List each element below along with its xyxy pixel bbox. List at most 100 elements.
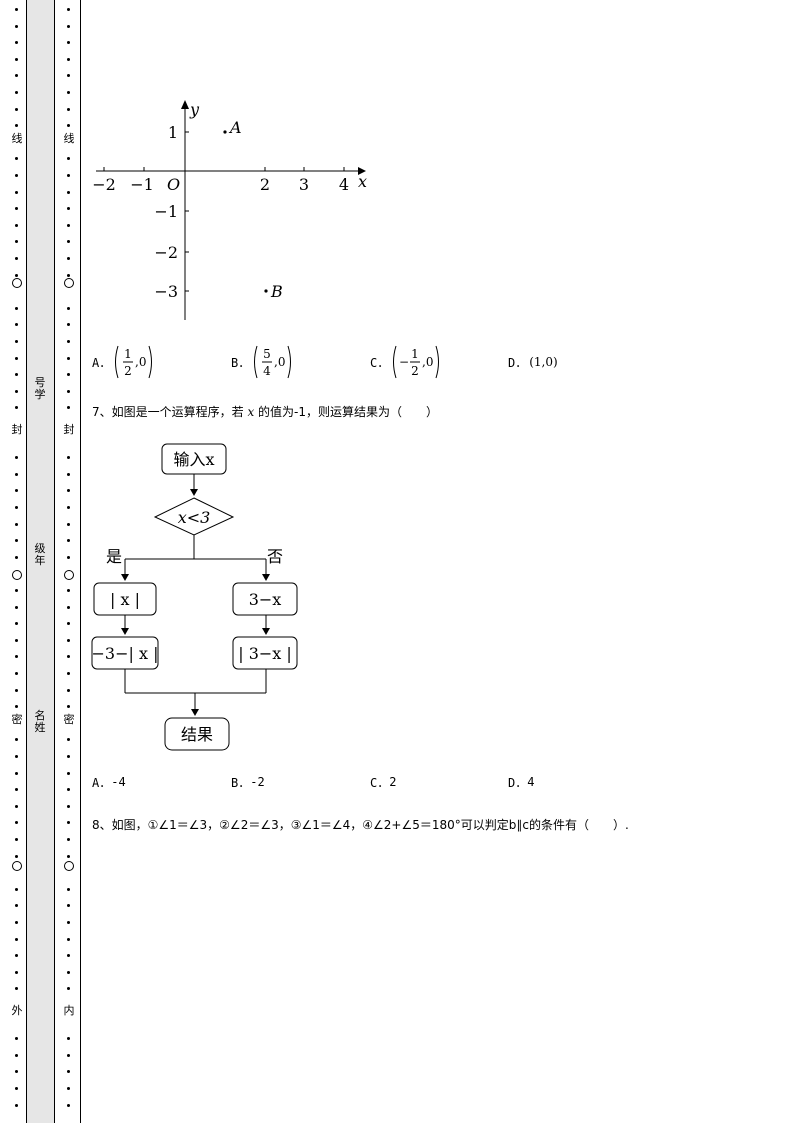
- x-axis-arrow: [358, 167, 366, 175]
- flow-right-step1-label: 3−x: [249, 590, 282, 609]
- y-tick-label: −2: [154, 243, 178, 262]
- q8-stem: 8、如图，①∠1＝∠3，②∠2＝∠3，③∠1＝∠4，④∠2+∠5＝180°可以判…: [92, 818, 629, 832]
- outer-dotted-cut-line: 线封密外: [10, 0, 24, 1123]
- cut-line-dot: [15, 954, 18, 957]
- cut-line-dot: [15, 1037, 18, 1040]
- cut-line-dot: [67, 689, 70, 692]
- q7-flowchart: 输入x x<3 是 否 | x | 3−x −3−| x | | 3−x | 结…: [91, 443, 298, 751]
- cut-line-label: 封: [10, 423, 24, 436]
- cut-line-dot: [15, 41, 18, 44]
- student-id-label: 号学: [34, 376, 46, 401]
- cut-line-dot: [67, 589, 70, 592]
- flow-right-step2-box: [232, 636, 298, 670]
- cut-line-dot: [15, 257, 18, 260]
- cut-line-dot: [15, 672, 18, 675]
- q7-option-d[interactable]: D．4: [508, 775, 535, 790]
- cut-line-dot: [67, 207, 70, 210]
- cut-line-dot: [15, 821, 18, 824]
- cut-line-dot: [15, 639, 18, 642]
- cut-line-dot: [15, 589, 18, 592]
- cut-line-dot: [15, 274, 18, 277]
- cut-line-dot: [67, 838, 70, 841]
- cut-line-dot: [15, 506, 18, 509]
- cut-line-dot: [67, 1054, 70, 1057]
- cut-line-dot: [15, 622, 18, 625]
- y-axis-label: y: [189, 100, 200, 119]
- cut-line-dot: [67, 456, 70, 459]
- cut-line-dot: [67, 523, 70, 526]
- cut-line-dot: [67, 74, 70, 77]
- q6-option-c[interactable]: C． − 1 2 ,0: [370, 342, 445, 382]
- cut-line-label: 封: [62, 423, 76, 436]
- cut-line-dot: [15, 108, 18, 111]
- cut-line-dot: [67, 738, 70, 741]
- y-tick-label: −3: [154, 282, 178, 301]
- cut-line-dot: [15, 390, 18, 393]
- q6-option-b[interactable]: B． 5 4 ,0: [231, 342, 296, 382]
- x-tick-label: −2: [92, 175, 116, 194]
- q7-option-b[interactable]: B．-2: [231, 775, 265, 790]
- cut-line-dot: [67, 124, 70, 127]
- cut-line-dot: [67, 672, 70, 675]
- cut-line-label: 线: [10, 132, 24, 145]
- cut-line-dot: [15, 240, 18, 243]
- cut-line-dot: [67, 274, 70, 277]
- cut-line-dot: [67, 390, 70, 393]
- cut-line-dot: [15, 8, 18, 11]
- flow-input-label: 输入x: [173, 450, 214, 469]
- fraction-coordinate: 5 4 ,0: [254, 345, 292, 379]
- cut-line-dot: [15, 938, 18, 941]
- cut-line-dot: [67, 340, 70, 343]
- cut-line-dot: [15, 556, 18, 559]
- cut-line-dot: [15, 987, 18, 990]
- cut-line-dot: [67, 91, 70, 94]
- y-axis-arrow: [181, 100, 189, 109]
- q7-option-a[interactable]: A．-4: [92, 775, 126, 790]
- cut-line-dot: [15, 1054, 18, 1057]
- binding-hole-ring: [64, 278, 74, 288]
- cut-line-dot: [67, 473, 70, 476]
- cut-line-dot: [15, 705, 18, 708]
- cut-line-dot: [15, 1087, 18, 1090]
- y-tick-label: −1: [154, 202, 178, 221]
- y-tick-label: 1: [168, 123, 178, 142]
- cut-line-dot: [15, 58, 18, 61]
- cut-line-dot: [15, 91, 18, 94]
- flow-left-step1-label: | x |: [110, 590, 140, 609]
- cut-line-dot: [15, 340, 18, 343]
- x-axis-label: x: [358, 172, 367, 191]
- cut-line-dot: [67, 954, 70, 957]
- cut-line-dot: [67, 1037, 70, 1040]
- cut-line-dot: [67, 1087, 70, 1090]
- flow-result-label: 结果: [181, 725, 213, 744]
- binding-hole-ring: [12, 570, 22, 580]
- flow-right-step1-box: [232, 582, 298, 616]
- cut-line-dot: [67, 971, 70, 974]
- q6-option-a[interactable]: A． 1 2 ,0: [92, 342, 157, 382]
- cut-line-dot: [67, 58, 70, 61]
- flow-result-box: [164, 717, 230, 751]
- cut-line-dot: [67, 888, 70, 891]
- q6-option-d[interactable]: D． (1,0): [508, 355, 558, 370]
- cut-line-dot: [67, 489, 70, 492]
- cut-line-dot: [67, 8, 70, 11]
- coordinate-plane-figure: y x O −2 −1 2 3 4 1 −1 −2 −3 A B: [92, 100, 367, 320]
- name-label: 名姓: [34, 709, 46, 734]
- x-tick-label: 3: [299, 175, 309, 194]
- svg-text:1: 1: [124, 347, 132, 361]
- q6-options: A． 1 2 ,0 B． 5 4 ,0 C．: [92, 342, 652, 382]
- margin-border-line: [80, 0, 81, 1123]
- cut-line-dot: [67, 191, 70, 194]
- binding-hole-ring: [12, 861, 22, 871]
- cut-line-dot: [15, 307, 18, 310]
- cut-line-dot: [15, 207, 18, 210]
- cut-line-dot: [67, 539, 70, 542]
- x-tick-label: 2: [260, 175, 270, 194]
- exam-content: y x O −2 −1 2 3 4 1 −1 −2 −3 A B A． 1 2 …: [90, 0, 780, 1123]
- cut-line-dot: [15, 689, 18, 692]
- student-info-strip: [26, 0, 55, 1123]
- cut-line-dot: [67, 805, 70, 808]
- x-tick-label: −1: [130, 175, 154, 194]
- cut-line-label: 密: [62, 713, 76, 726]
- q7-option-c[interactable]: C．2: [370, 775, 397, 790]
